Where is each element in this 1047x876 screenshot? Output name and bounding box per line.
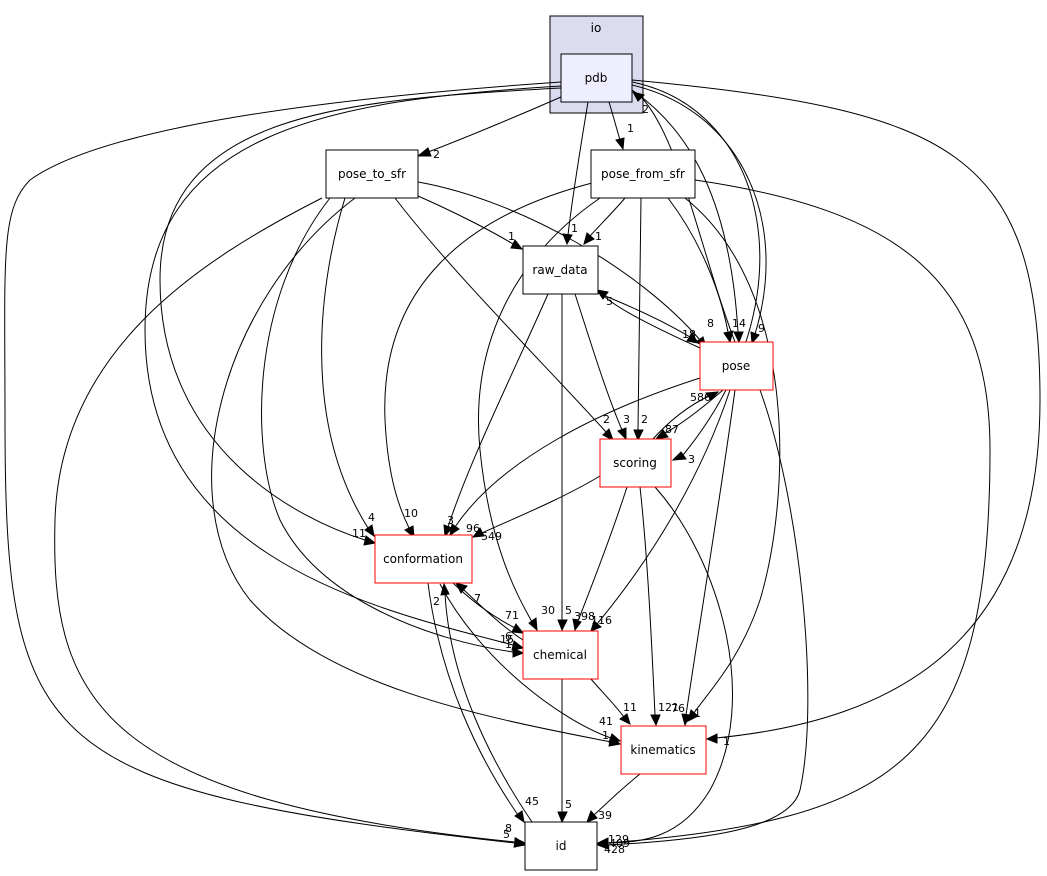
edge-label: 1 [694,707,701,720]
node-pdb[interactable]: pdb [560,53,633,103]
node-chemical[interactable]: chemical [522,630,599,680]
edge-label: 6 [505,630,512,643]
edge-label: 30 [541,604,555,617]
node-pose-from-sfr-label: pose_from_sfr [601,167,685,181]
edge-label: 11 [623,701,637,714]
edge-label: 2 [433,595,440,608]
edge-label: 9 [758,322,765,335]
edge-label: 15 [500,633,514,646]
node-scoring[interactable]: scoring [599,438,672,488]
node-raw-data-label: raw_data [532,263,587,277]
edge-label: 1 [723,735,730,748]
edge-label: 5 [606,295,613,308]
edge-label: 1 [602,729,609,742]
node-pose[interactable]: pose [699,341,774,391]
edge-label: 409 [609,837,630,850]
edge-label: 2 [641,413,648,426]
node-kinematics-label: kinematics [630,743,695,757]
edge-label: 3 [623,413,630,426]
edge-label: 39 [598,809,612,822]
edge-label: 18 [682,328,696,341]
edge-label: 5 [565,798,572,811]
edge-label: 549 [481,530,502,543]
edge-label: 1 [571,222,578,235]
edge-label: 41 [599,715,613,728]
edge-label: 71 [505,609,519,622]
edge-label: 428 [604,843,625,856]
edge-label: 2 [642,103,649,116]
edge-label: 586 [690,391,711,404]
edge-label: 10 [404,507,418,520]
node-conformation-label: conformation [383,552,463,566]
edge-label: 87 [665,423,679,436]
edge-label: 5 [503,828,510,841]
edge-label: 3 [688,453,695,466]
node-id[interactable]: id [524,821,598,871]
edge-label: 11 [352,527,366,540]
edge-label: 7 [474,592,481,605]
node-conformation[interactable]: conformation [374,534,473,584]
edge-label: 5 [565,604,572,617]
edge-labels: 2 1 1 2 14 9 3 11 15 6 1 8 1 8 2 4 1 1 5… [352,103,765,856]
edge-label: 129 [608,833,629,846]
cluster-io-label: io [591,21,602,35]
edge-label: 121 [658,701,679,714]
edge-label: 116 [591,614,612,627]
edge-label: 1 [505,638,512,651]
edge-label: 96 [466,522,480,535]
node-id-label: id [556,839,567,853]
edge-label: 1 [508,230,515,243]
edge-label: 8 [707,317,714,330]
edge-label: 8 [505,822,512,835]
edge-label: 76 [671,702,685,715]
node-kinematics[interactable]: kinematics [620,725,707,775]
edge-label: 398 [574,610,595,623]
edge-label: 4 [368,511,375,524]
edges [4,79,1041,850]
edge-label: 2 [433,148,440,161]
node-pose-to-sfr[interactable]: pose_to_sfr [325,149,419,199]
edge-label: 3 [447,514,454,527]
node-chemical-label: chemical [533,648,587,662]
edge-label: 2 [603,413,610,426]
edge-label: 45 [525,795,539,808]
node-pose-to-sfr-label: pose_to_sfr [338,167,406,181]
edge-label: 1 [627,122,634,135]
node-pose-from-sfr[interactable]: pose_from_sfr [590,149,696,199]
node-pdb-label: pdb [585,71,608,85]
node-scoring-label: scoring [613,456,657,470]
edge-label: 14 [732,317,746,330]
edge-label: 1 [595,230,602,243]
node-pose-label: pose [722,359,751,373]
node-raw-data[interactable]: raw_data [522,245,599,295]
